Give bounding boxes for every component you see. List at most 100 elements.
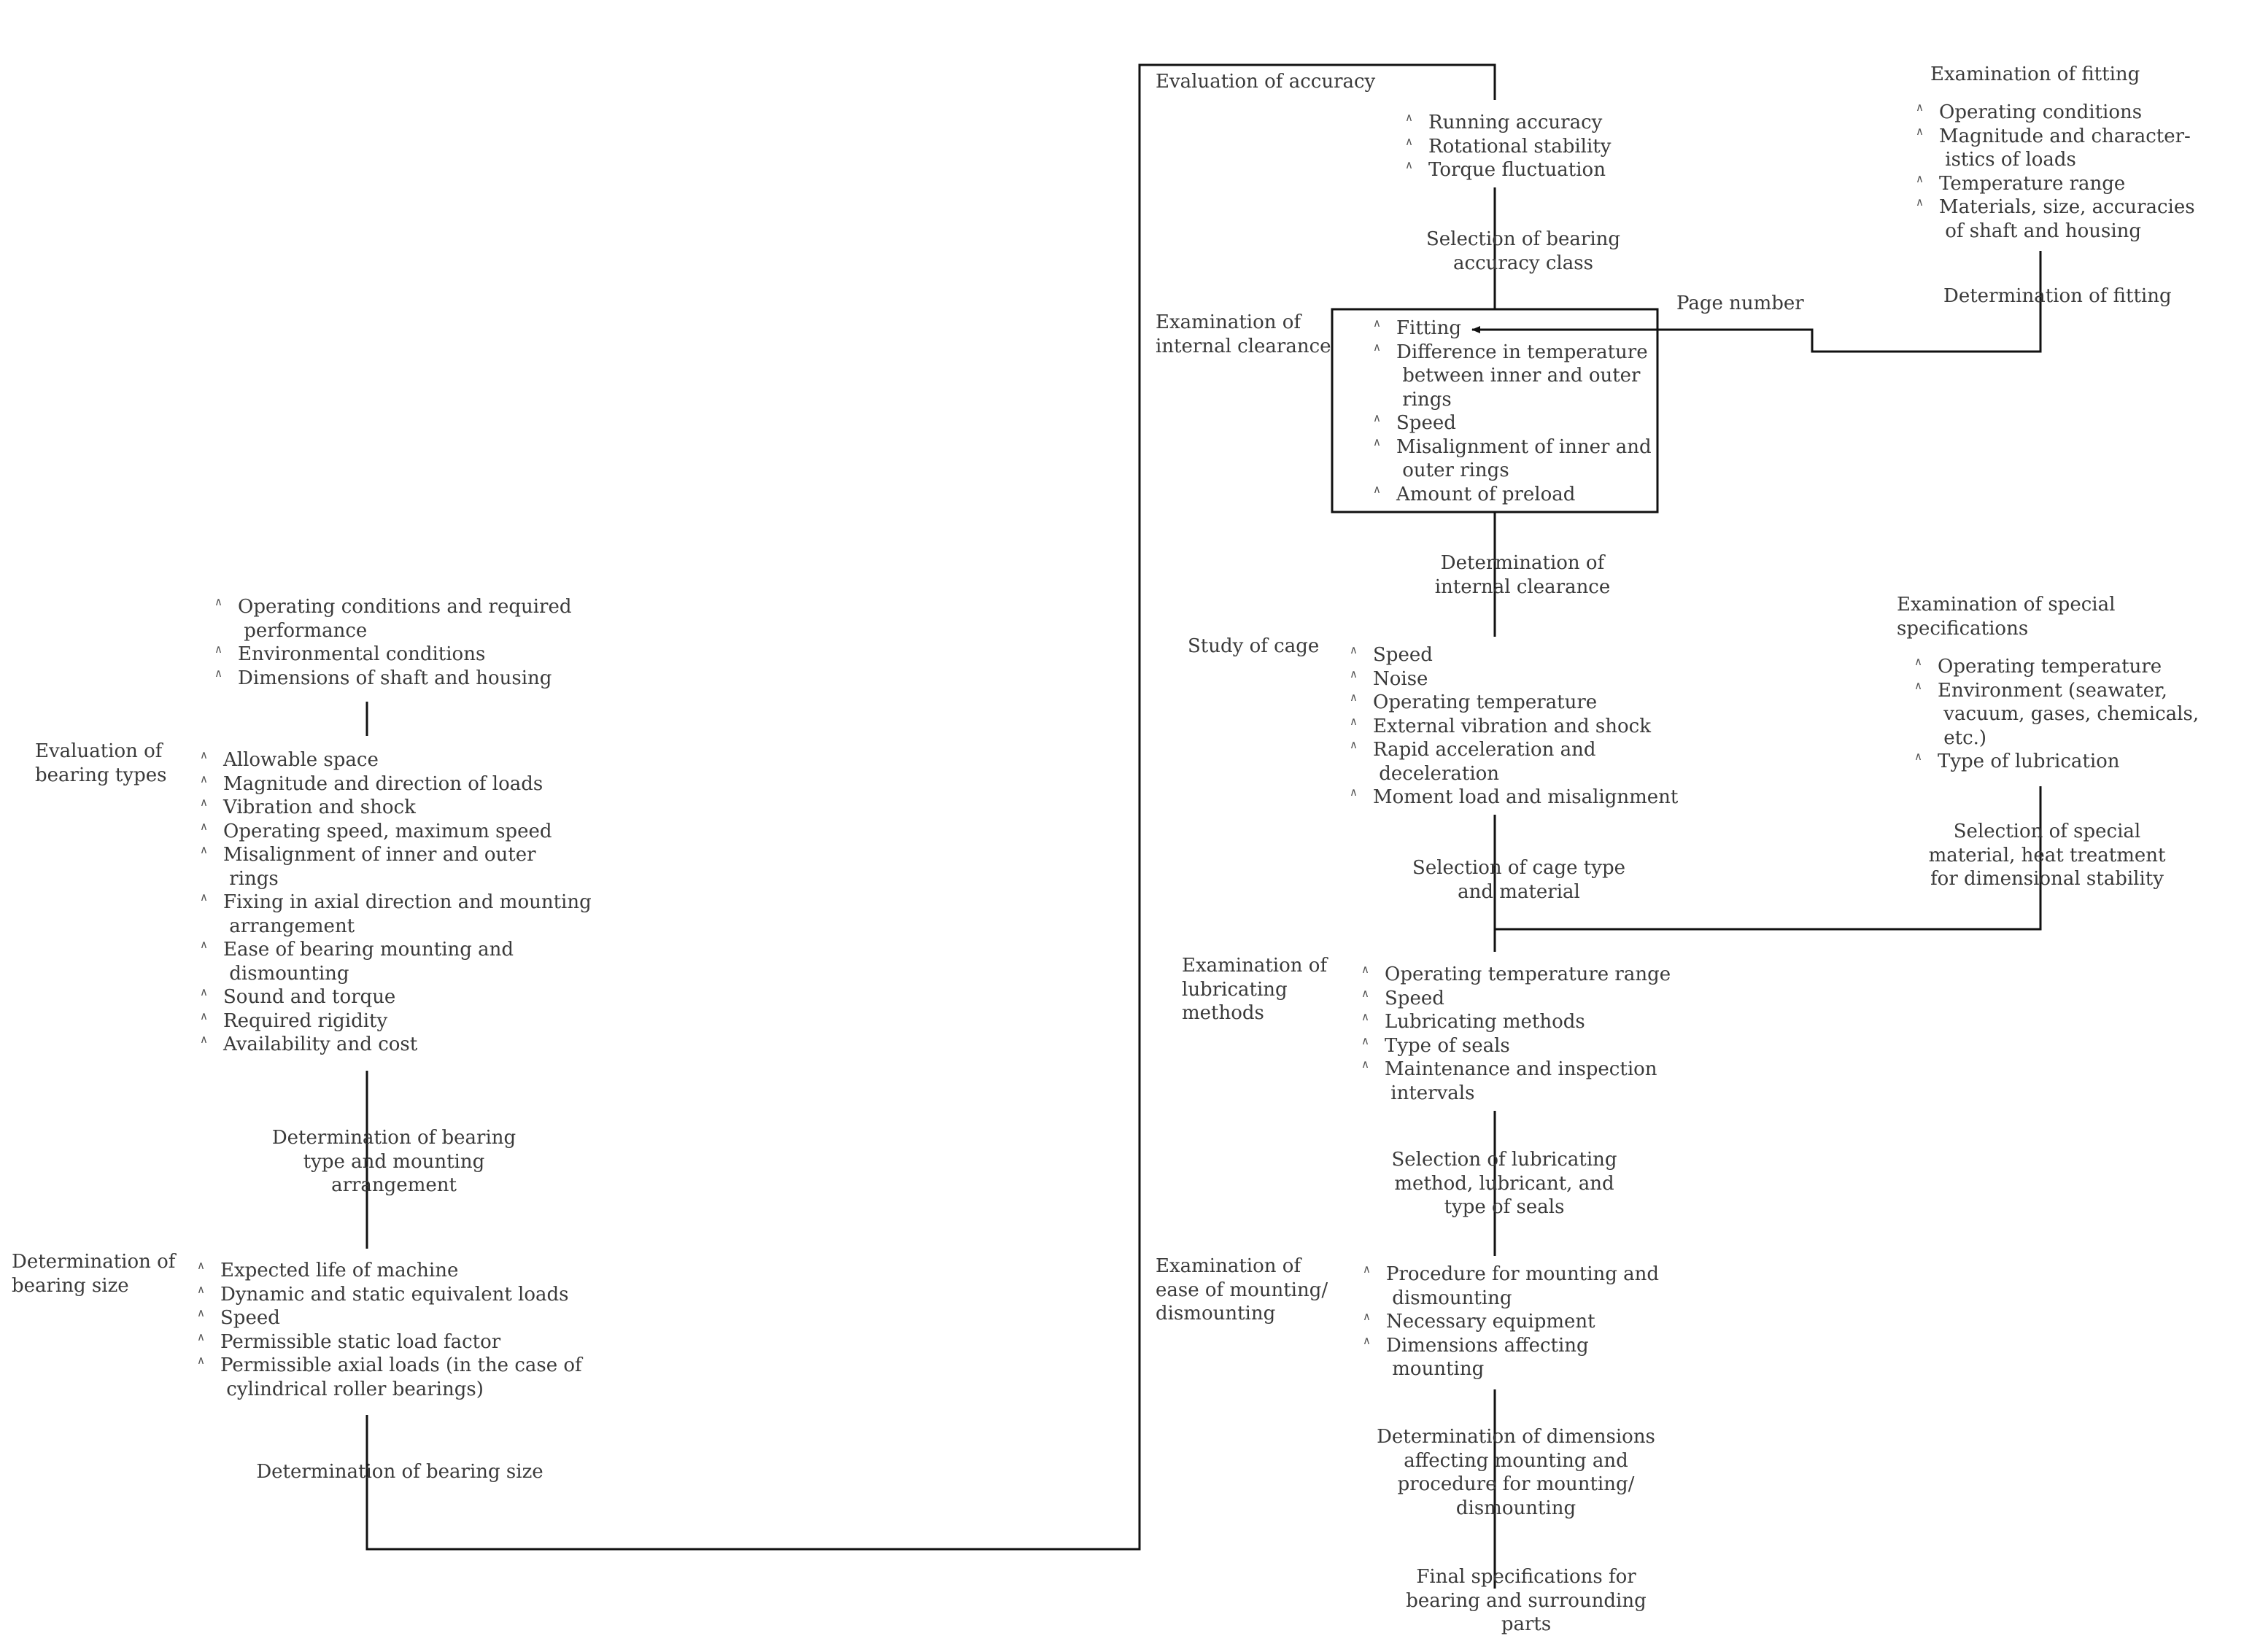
bearing-types-factors-list: ∧Allowable space ∧Magnitude and directio… (198, 748, 592, 1057)
cage-heading: Study of cage (1188, 635, 1320, 657)
list-item: ∧Permissible static load factor (197, 1330, 501, 1353)
bullet-icon: ∧ (1361, 963, 1369, 976)
bullet-icon: ∧ (200, 1033, 208, 1046)
list-item: ∧Expected life of machine (197, 1259, 459, 1281)
list-item: ∧Environment (seawater, vacuum, gases, c… (1914, 678, 2199, 749)
list-item: ∧Torque fluctuation (1405, 158, 1606, 181)
list-item: ∧Operating conditions (1916, 101, 2143, 123)
accuracy-factors-list: ∧Running accuracy ∧Rotational stability … (1404, 111, 1611, 182)
bullet-icon: ∧ (200, 796, 208, 809)
list-item: ∧Procedure for mounting and dismounting (1363, 1263, 1660, 1309)
bullet-icon: ∧ (1361, 1010, 1369, 1023)
list-item: ∧Operating temperature range (1361, 963, 1671, 985)
fitting-factors-list: ∧Operating conditions ∧Magnitude and cha… (1914, 101, 2195, 243)
bullet-icon: ∧ (1914, 750, 1922, 763)
bullet-icon: ∧ (214, 595, 223, 608)
bullet-icon: ∧ (1350, 643, 1358, 656)
mounting-dimensions-determination: Determination of dimensions affecting mo… (1377, 1426, 1655, 1519)
list-item: ∧Operating temperature (1350, 691, 1598, 713)
operating-conditions-list: ∧Operating conditions and required perfo… (213, 595, 572, 690)
bullet-icon: ∧ (200, 772, 208, 786)
list-item: ∧Rapid acceleration and deceleration (1350, 738, 1596, 785)
list-item: ∧Ease of bearing mounting and dismountin… (200, 938, 514, 985)
list-item: ∧Fitting (1373, 317, 1461, 339)
clearance-factors-frame (1331, 308, 1659, 513)
list-item: ∧Type of lubrication (1914, 750, 2120, 772)
bullet-icon: ∧ (1350, 691, 1358, 704)
bullet-icon: ∧ (200, 891, 208, 904)
list-item: ∧Running accuracy (1405, 111, 1603, 133)
list-item: ∧Dynamic and static equivalent loads (197, 1282, 569, 1306)
bullet-icon: ∧ (214, 643, 223, 656)
list-item: ∧Speed (1350, 643, 1433, 666)
bullet-icon: ∧ (1914, 655, 1922, 668)
list-item: ∧Materials, size, accuracies of shaft an… (1916, 195, 2195, 242)
bullet-icon: ∧ (197, 1354, 205, 1367)
bullet-icon: ∧ (1361, 1034, 1369, 1047)
bullet-icon: ∧ (1350, 786, 1358, 799)
list-item: ∧Moment load and misalignment (1350, 786, 1679, 808)
bullet-icon: ∧ (1373, 317, 1381, 330)
lubricating-method-selection: Selection of lubricating method, lubrica… (1391, 1149, 1617, 1218)
special-material-selection: Selection of special material, heat trea… (1928, 821, 2166, 890)
list-item: ∧Misalignment of inner and outer rings (1373, 435, 1652, 482)
bullet-icon: ∧ (200, 938, 208, 951)
list-item: ∧Temperature range (1916, 171, 2126, 195)
list-item: ∧External vibration and shock (1350, 714, 1651, 737)
clearance-factors-list: ∧Fitting ∧Difference in temperature betw… (1371, 317, 1652, 506)
bullet-icon: ∧ (1363, 1310, 1371, 1323)
bullet-icon: ∧ (1350, 714, 1358, 728)
bullet-icon: ∧ (197, 1259, 205, 1272)
bullet-icon: ∧ (197, 1282, 205, 1296)
line-special-to-cage (1495, 786, 2042, 931)
internal-clearance-determination: Determination of internal clearance (1434, 552, 1611, 598)
final-specifications: Final specifications for bearing and sur… (1406, 1566, 1647, 1635)
lubrication-heading: Examination of lubricating methods (1182, 955, 1328, 1024)
list-item: ∧Amount of preload (1373, 482, 1576, 505)
line-size-to-accuracy (365, 63, 1496, 1551)
bullet-icon: ∧ (1916, 171, 1924, 185)
bullet-icon: ∧ (1373, 435, 1381, 449)
line-fitting-to-clearance (1471, 251, 2042, 353)
bullet-icon: ∧ (1405, 134, 1413, 148)
list-item: ∧Necessary equipment (1363, 1310, 1595, 1333)
list-item: ∧Magnitude and direction of loads (200, 772, 543, 795)
page-number-label: Page number (1676, 292, 1804, 314)
lubrication-factors-list: ∧Operating temperature range ∧Speed ∧Lub… (1360, 963, 1671, 1105)
bullet-icon: ∧ (200, 748, 208, 761)
cage-type-selection: Selection of cage type and material (1412, 857, 1625, 903)
bullet-icon: ∧ (1916, 195, 1924, 209)
list-item: ∧Operating temperature (1914, 655, 2162, 678)
bullet-icon: ∧ (1363, 1263, 1371, 1276)
list-item: ∧Permissible axial loads (in the case of… (197, 1354, 582, 1400)
list-item: ∧Environmental conditions (214, 643, 486, 665)
list-item: ∧Fixing in axial direction and mounting … (200, 891, 592, 937)
bearing-type-determination: Determination of bearing type and mounti… (271, 1127, 516, 1196)
bullet-icon: ∧ (1363, 1333, 1371, 1347)
list-item: ∧Sound and torque (200, 985, 396, 1008)
bullet-icon: ∧ (1916, 124, 1924, 138)
special-specifications-factors-list: ∧Operating temperature ∧Environment (sea… (1913, 655, 2199, 774)
clearance-heading: Examination of internal clearance (1156, 311, 1331, 357)
cage-factors-list: ∧Speed ∧Noise ∧Operating temperature ∧Ex… (1348, 643, 1678, 810)
bullet-icon: ∧ (1916, 101, 1924, 114)
fitting-heading: Examination of fitting (1930, 63, 2140, 85)
mounting-heading: Examination of ease of mounting/ dismoun… (1156, 1255, 1328, 1325)
list-item: ∧Lubricating methods (1361, 1010, 1585, 1033)
bullet-icon: ∧ (1373, 482, 1381, 496)
list-item: ∧Operating speed, maximum speed (200, 819, 552, 842)
list-item: ∧Type of seals (1361, 1034, 1510, 1057)
mounting-factors-list: ∧Procedure for mounting and dismounting … (1361, 1263, 1659, 1381)
special-specifications-heading: Examination of special specifications (1897, 594, 2116, 640)
list-item: ∧Misalignment of inner and outer rings (200, 843, 536, 890)
bullet-icon: ∧ (1373, 340, 1381, 354)
bullet-icon: ∧ (200, 819, 208, 833)
list-item: ∧Noise (1350, 667, 1428, 690)
bullet-icon: ∧ (200, 1009, 208, 1023)
list-item: ∧Dimensions of shaft and housing (214, 666, 552, 689)
bullet-icon: ∧ (1405, 111, 1413, 124)
list-item: ∧Magnitude and character- istics of load… (1916, 124, 2191, 171)
list-item: ∧Availability and cost (200, 1033, 418, 1055)
